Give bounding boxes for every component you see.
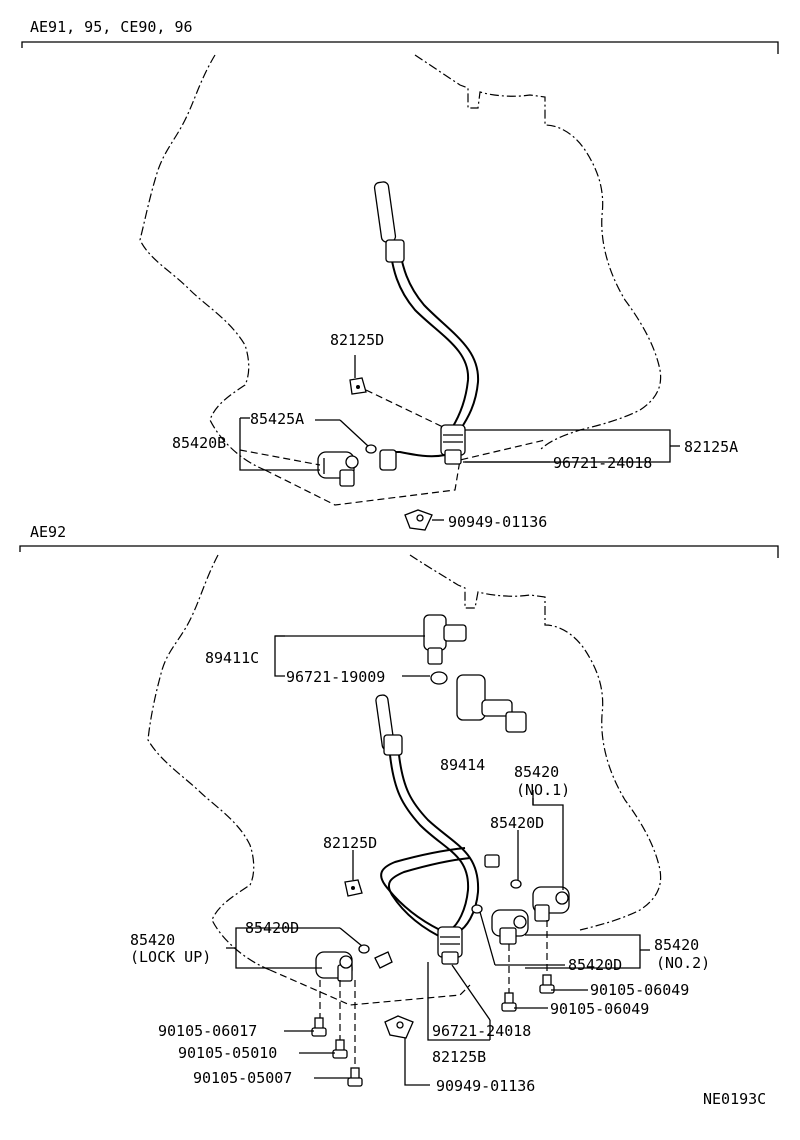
label-90949-01136-top: 90949-01136 [448,513,547,531]
transmission-case-outline-bottom [147,554,271,971]
section-bottom: AE92 [19,523,779,1108]
dipstick-tube-top [373,181,480,431]
transmission-case-outline-bottom-right [409,554,662,931]
label-82125d-top: 82125D [330,331,384,349]
label-85420d-right: 85420D [568,956,622,974]
figure-code: NE0193C [703,1090,766,1108]
dipstick-tube-bottom [375,694,480,933]
label-96721-24018-bottom: 96721-24018 [432,1022,531,1040]
transmission-case-outline-top [139,54,266,471]
o-ring-85425a [365,444,377,454]
small-clip-bottom [374,951,393,969]
pipe-connector-top [388,451,446,458]
solenoid-85420-no1 [532,886,570,922]
pipe-cap-bottom [484,854,500,868]
label-85420d-left: 85420D [245,919,299,937]
label-82125d-bottom: 82125D [323,834,377,852]
bolt-90105-06049-b [501,992,517,1012]
label-96721-19009: 96721-19009 [286,668,385,686]
o-ring-85420d-upper [510,879,522,889]
label-90105-05007: 90105-05007 [193,1069,292,1087]
bolt-90105-06017 [311,1017,327,1037]
label-89414: 89414 [440,756,485,774]
label-85420-no2: 85420 [654,936,699,954]
label-90949-01136-bottom: 90949-01136 [436,1077,535,1095]
fitting-82125b [437,926,463,965]
label-85425a: 85425A [250,410,304,428]
label-85420b: 85420B [172,434,226,452]
section-top-title: AE91, 95, CE90, 96 [30,18,193,36]
label-85420d-upper: 85420D [490,814,544,832]
bolt-90105-06049-a [539,974,555,994]
fitting-82125a [440,424,466,465]
branch-pipe-bottom [380,847,466,931]
section-top: AE91, 95, CE90, 96 [21,18,779,531]
o-ring-85420d-right [471,904,483,914]
label-85420-lockup: 85420 [130,931,175,949]
transmission-case-outline-top-right [414,54,662,451]
sensor-89414 [456,674,527,733]
label-90105-06049-b: 90105-06049 [550,1000,649,1018]
solenoid-85420-no2 [491,909,529,945]
case-flange-bottom [269,969,471,1006]
label-90105-06017: 90105-06017 [158,1022,257,1040]
case-flange-top [264,439,546,506]
bolt-90105-05010 [332,1039,348,1059]
label-96721-24018-top: 96721-24018 [553,454,652,472]
label-82125b: 82125B [432,1048,486,1066]
solenoid-85420-lockup [315,951,353,982]
solenoid-85420b [317,451,359,487]
o-ring-96721-19009 [430,671,448,685]
label-90105-05010: 90105-05010 [178,1044,277,1062]
label-85420-no1-sub: (NO.1) [516,781,570,799]
label-85420-lockup-sub: (LOCK UP) [130,948,211,966]
bolt-90105-05007 [347,1067,363,1087]
label-85420-no1: 85420 [514,763,559,781]
section-top-divider [21,41,779,54]
section-bottom-divider [19,545,779,558]
label-82125a: 82125A [684,438,738,456]
label-90105-06049-a: 90105-06049 [590,981,689,999]
sensor-89411c [423,614,467,665]
o-ring-85420d-left [358,944,370,954]
pipe-end-connector [379,449,397,471]
label-89411c: 89411C [205,649,259,667]
label-85420-no2-sub: (NO.2) [656,954,710,972]
section-bottom-title: AE92 [30,523,66,541]
